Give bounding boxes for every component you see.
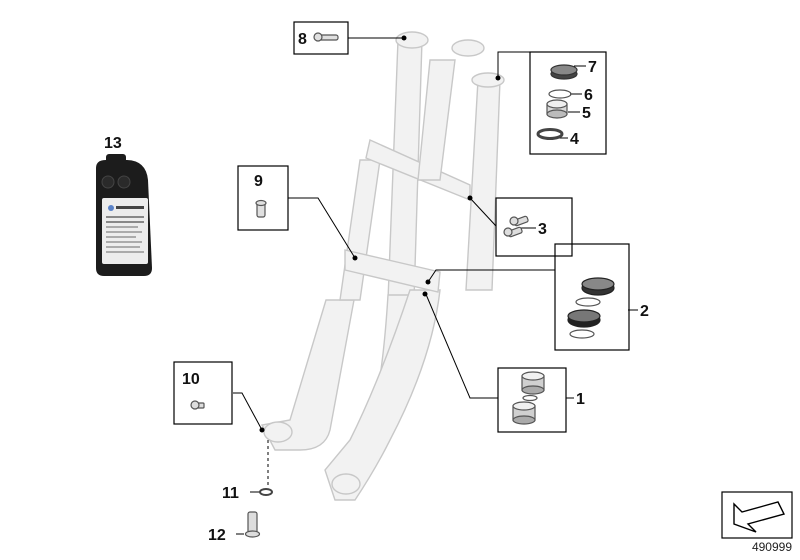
fork-oil-bottle-icon xyxy=(96,154,152,276)
front-fork-assembly xyxy=(260,31,505,501)
box-4-7 xyxy=(529,51,607,155)
pin-icon xyxy=(255,199,267,218)
box-3 xyxy=(495,197,573,257)
box-2 xyxy=(554,243,630,351)
sealing-ring-icon xyxy=(259,488,273,496)
callout-11: 11 xyxy=(222,485,239,502)
callout-12: 12 xyxy=(208,527,226,544)
callout-8: 8 xyxy=(298,31,307,48)
callout-9: 9 xyxy=(254,173,263,190)
cap-nut-icon xyxy=(550,64,578,80)
washer-icon xyxy=(536,128,564,140)
box-9 xyxy=(237,165,289,231)
callout-labels: 1 2 3 4 5 6 7 8 9 10 11 12 13 xyxy=(104,31,649,544)
callout-13: 13 xyxy=(104,135,122,152)
callout-boxes xyxy=(173,21,630,433)
screw-icon xyxy=(313,32,339,42)
callout-7: 7 xyxy=(588,59,597,76)
callout-10: 10 xyxy=(182,371,200,388)
callout-3: 3 xyxy=(538,221,547,238)
slide-bushing-icon xyxy=(512,371,545,425)
box-1 xyxy=(497,367,567,433)
callout-4: 4 xyxy=(570,131,579,148)
small-screw-icon xyxy=(190,400,205,410)
axle-bolt-icon xyxy=(244,511,261,538)
callout-1: 1 xyxy=(576,391,585,408)
box-8 xyxy=(293,21,349,55)
bolt-icon xyxy=(503,215,529,238)
reference-number: 490999 xyxy=(751,540,792,554)
box-10 xyxy=(173,361,233,425)
leader-lines xyxy=(233,37,638,535)
leader-dots xyxy=(259,35,501,433)
callout-5: 5 xyxy=(582,105,591,122)
callout-2: 2 xyxy=(640,303,649,320)
callout-6: 6 xyxy=(584,87,593,104)
view-direction-arrow-icon xyxy=(721,491,793,539)
o-ring-icon xyxy=(548,89,572,99)
fork-seal-icon xyxy=(567,277,615,339)
bushing-icon xyxy=(546,99,568,119)
